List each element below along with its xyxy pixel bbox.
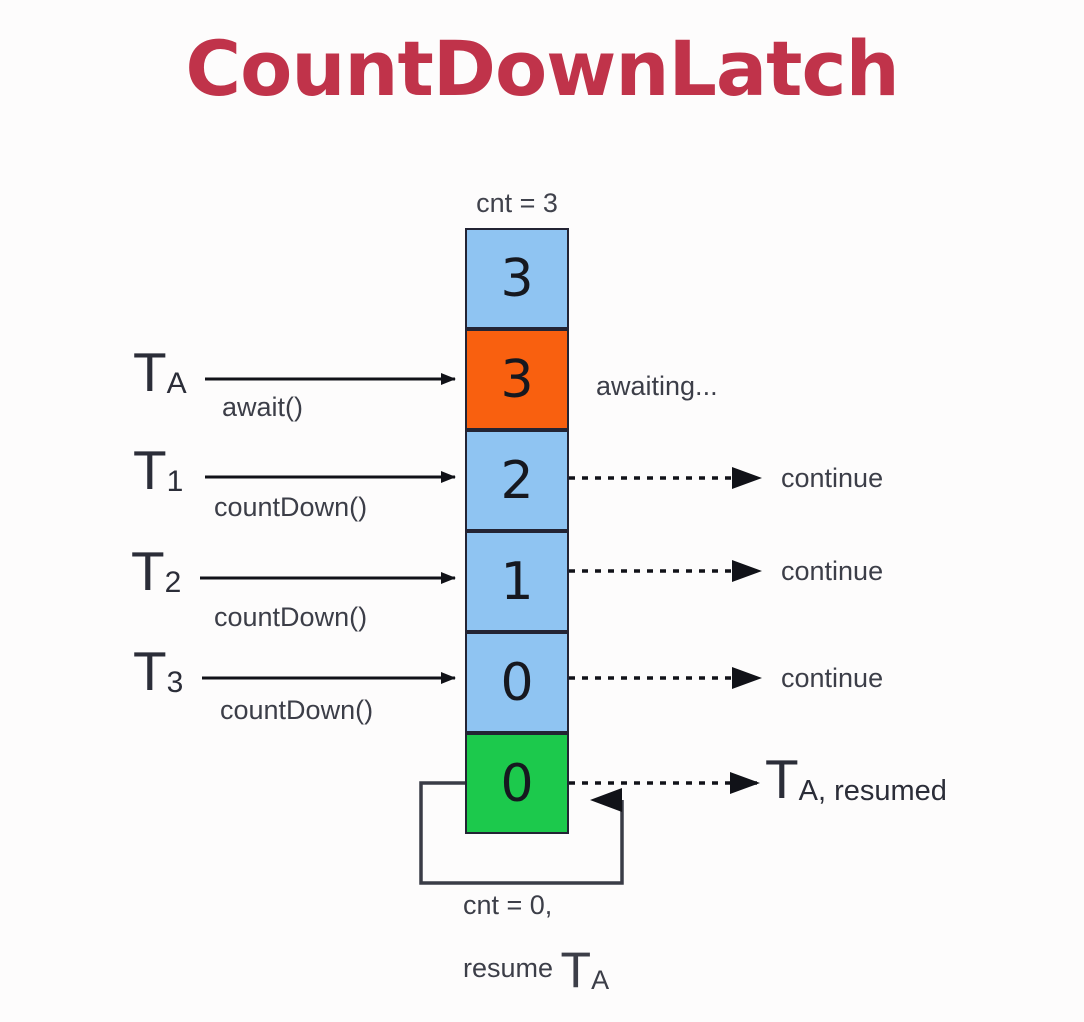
stack-count-label: cnt = 3: [476, 188, 558, 218]
thread-subscript-t1: 1: [166, 465, 184, 498]
loop-thread-subscript: A: [591, 965, 610, 995]
continue-label-1: continue: [781, 463, 884, 493]
page-title: CountDownLatch: [185, 24, 899, 113]
thread-name-t2: T: [131, 540, 165, 602]
loop-label-line1: cnt = 0,: [463, 890, 553, 920]
thread-label-t1: T1: [133, 443, 183, 499]
awaiting-label: awaiting...: [596, 371, 718, 401]
thread-label-t2: T2: [131, 544, 181, 600]
method-label-countdown-3: countDown(): [220, 695, 374, 725]
resumed-thread-subscript: A, resumed: [798, 775, 947, 807]
thread-subscript-t3: 3: [166, 666, 184, 699]
stack-cell-5-released: 0: [465, 733, 569, 834]
stack-cell-4: 0: [465, 632, 569, 733]
method-label-await: await(): [222, 392, 304, 422]
thread-subscript-ta: A: [166, 367, 187, 400]
loop-thread-name: T: [560, 942, 592, 998]
method-label-countdown-2: countDown(): [214, 602, 368, 632]
thread-name-t3: T: [133, 640, 167, 702]
thread-subscript-t2: 2: [164, 566, 182, 599]
continue-label-3: continue: [781, 663, 884, 693]
loop-label-line2: resume TA: [463, 945, 609, 996]
thread-name-ta: T: [133, 341, 167, 403]
thread-label-ta: TA: [133, 345, 187, 401]
stack-cell-0: 3: [465, 228, 569, 329]
resumed-thread-name: T: [765, 748, 799, 810]
method-label-countdown-1: countDown(): [214, 492, 368, 522]
thread-name-t1: T: [133, 439, 167, 501]
feedback-loop-path: [419, 781, 624, 885]
stack-cell-3: 1: [465, 531, 569, 632]
stack-cell-2: 2: [465, 430, 569, 531]
continue-label-2: continue: [781, 556, 884, 586]
thread-label-t3: T3: [133, 644, 183, 700]
loop-resume-text: resume: [463, 953, 561, 983]
stack-cell-1-awaiting: 3: [465, 329, 569, 430]
resumed-label: TA, resumed: [765, 752, 947, 808]
